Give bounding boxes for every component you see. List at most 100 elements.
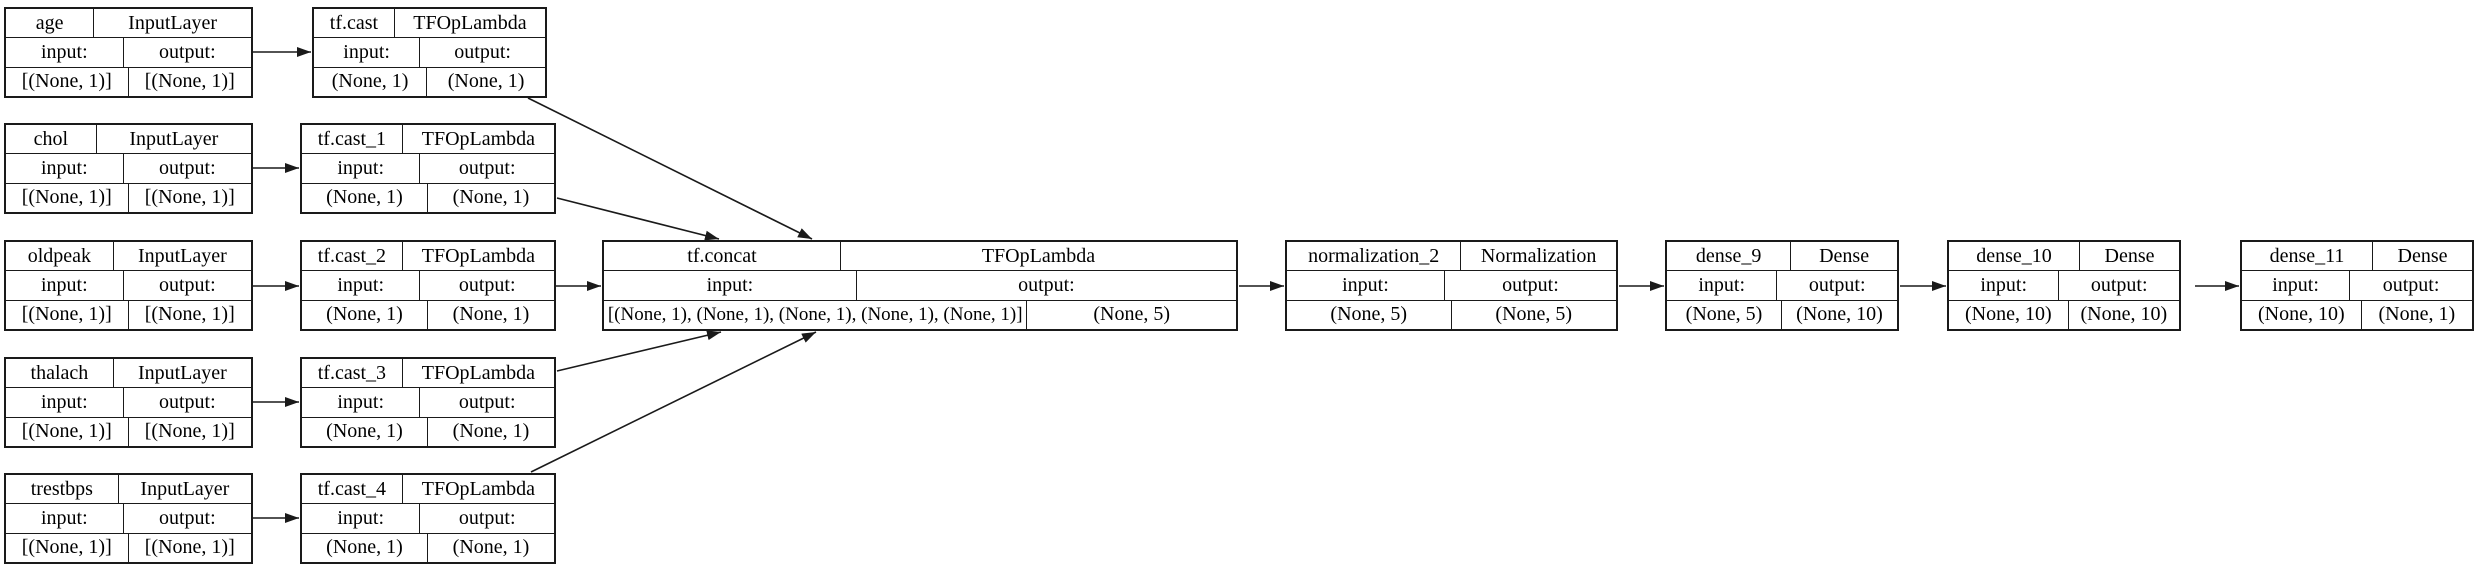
- input-shape: [(None, 1)]: [6, 183, 129, 212]
- layer-name: tf.cast_1: [302, 125, 403, 154]
- layer-type: Dense: [1819, 244, 1870, 267]
- layer-name: tf.cast_3: [302, 359, 403, 388]
- input-label: input:: [302, 388, 421, 417]
- layer-name: thalach: [6, 359, 114, 388]
- output-shape: [(None, 1)]: [144, 420, 235, 443]
- layer-name: tf.concat: [604, 242, 841, 271]
- input-shape: [(None, 1)]: [6, 300, 129, 329]
- node-tf-cast-2: tf.cast_2 TFOpLambda input: output: (Non…: [300, 240, 556, 331]
- input-shape: (None, 5): [1287, 300, 1452, 329]
- input-label: input:: [1949, 271, 2060, 300]
- layer-name: tf.cast_4: [302, 475, 403, 504]
- output-shape: [(None, 1)]: [144, 536, 235, 559]
- input-shape: (None, 10): [2242, 300, 2362, 329]
- layer-name: dense_11: [2242, 242, 2374, 271]
- input-shape: (None, 1): [302, 300, 428, 329]
- output-label: output:: [158, 506, 216, 529]
- layer-type: TFOpLambda: [421, 361, 536, 384]
- input-shape: (None, 1): [314, 67, 428, 96]
- node-dense-11: dense_11 Dense input: output: (None, 10)…: [2240, 240, 2474, 331]
- output-label: output:: [158, 390, 216, 413]
- output-label: output:: [158, 156, 216, 179]
- input-label: input:: [1667, 271, 1778, 300]
- layer-type: TFOpLambda: [413, 11, 527, 34]
- layer-type: TFOpLambda: [421, 477, 536, 500]
- layer-name: dense_9: [1667, 242, 1792, 271]
- output-shape: (None, 1): [2378, 303, 2456, 326]
- layer-type: InputLayer: [128, 11, 218, 34]
- input-label: input:: [314, 38, 421, 67]
- node-tf-concat: tf.concat TFOpLambda input: output: [(No…: [602, 240, 1238, 331]
- input-shape: [(None, 1)]: [6, 417, 129, 446]
- node-oldpeak: oldpeak InputLayer input: output: [(None…: [4, 240, 253, 331]
- node-tf-cast: tf.cast TFOpLambda input: output: (None,…: [312, 7, 547, 98]
- input-label: input:: [302, 154, 421, 183]
- layer-name: oldpeak: [6, 242, 114, 271]
- output-shape: (None, 1): [452, 536, 530, 559]
- layer-name: tf.cast: [314, 9, 395, 38]
- input-label: input:: [6, 388, 124, 417]
- node-dense-9: dense_9 Dense input: output: (None, 5) (…: [1665, 240, 1899, 331]
- node-normalization-2: normalization_2 Normalization input: out…: [1285, 240, 1618, 331]
- output-shape: (None, 10): [2080, 303, 2168, 326]
- input-label: input:: [302, 271, 421, 300]
- layer-type: InputLayer: [129, 127, 219, 150]
- input-shape: [(None, 1)]: [6, 533, 129, 562]
- output-label: output:: [1808, 273, 1866, 296]
- output-shape: (None, 1): [452, 186, 530, 209]
- layer-name: dense_10: [1949, 242, 2081, 271]
- input-shape: (None, 1): [302, 417, 428, 446]
- input-shape: [(None, 1)]: [6, 67, 129, 96]
- node-tf-cast-1: tf.cast_1 TFOpLambda input: output: (Non…: [300, 123, 556, 214]
- node-trestbps: trestbps InputLayer input: output: [(Non…: [4, 473, 253, 564]
- layer-type: TFOpLambda: [981, 244, 1096, 267]
- node-age: age InputLayer input: output: [(None, 1)…: [4, 7, 253, 98]
- node-tf-cast-4: tf.cast_4 TFOpLambda input: output: (Non…: [300, 473, 556, 564]
- output-label: output:: [2090, 273, 2148, 296]
- input-label: input:: [6, 271, 124, 300]
- input-label: input:: [1287, 271, 1445, 300]
- output-label: output:: [158, 40, 216, 63]
- output-label: output:: [158, 273, 216, 296]
- node-tf-cast-3: tf.cast_3 TFOpLambda input: output: (Non…: [300, 357, 556, 448]
- layer-type: InputLayer: [137, 361, 227, 384]
- output-label: output:: [458, 156, 516, 179]
- output-label: output:: [458, 390, 516, 413]
- output-shape: (None, 10): [1796, 303, 1883, 326]
- input-shape: (None, 5): [1667, 300, 1782, 329]
- node-thalach: thalach InputLayer input: output: [(None…: [4, 357, 253, 448]
- output-shape: [(None, 1)]: [144, 303, 235, 326]
- layer-name: tf.cast_2: [302, 242, 403, 271]
- layer-name: age: [6, 9, 95, 38]
- layer-type: InputLayer: [140, 477, 230, 500]
- input-label: input:: [6, 154, 124, 183]
- output-shape: (None, 5): [1093, 303, 1171, 326]
- input-label: input:: [2242, 271, 2351, 300]
- output-label: output:: [458, 273, 516, 296]
- edge-tfcast3-to-concat: [556, 330, 722, 372]
- edge-tfcast-to-concat: [527, 97, 813, 240]
- layer-type: InputLayer: [137, 244, 227, 267]
- input-label: input:: [6, 504, 124, 533]
- edge-tfcast1-to-concat: [556, 197, 720, 241]
- layer-type: TFOpLambda: [421, 127, 536, 150]
- layer-name: normalization_2: [1287, 242, 1462, 271]
- output-shape: (None, 1): [452, 303, 530, 326]
- layer-name: trestbps: [6, 475, 119, 504]
- output-label: output:: [454, 40, 511, 63]
- edge-tfcast4-to-concat: [530, 331, 817, 473]
- layer-name: chol: [6, 125, 97, 154]
- input-label: input:: [302, 504, 421, 533]
- input-label: input:: [604, 271, 857, 300]
- layer-type: TFOpLambda: [421, 244, 536, 267]
- layer-type: Normalization: [1480, 244, 1597, 267]
- input-shape: (None, 10): [1949, 300, 2069, 329]
- input-shape: (None, 1): [302, 183, 428, 212]
- output-label: output:: [458, 506, 516, 529]
- output-shape: [(None, 1)]: [144, 70, 235, 93]
- layer-type: Dense: [2104, 244, 2155, 267]
- output-label: output:: [2382, 273, 2440, 296]
- output-label: output:: [1018, 273, 1075, 296]
